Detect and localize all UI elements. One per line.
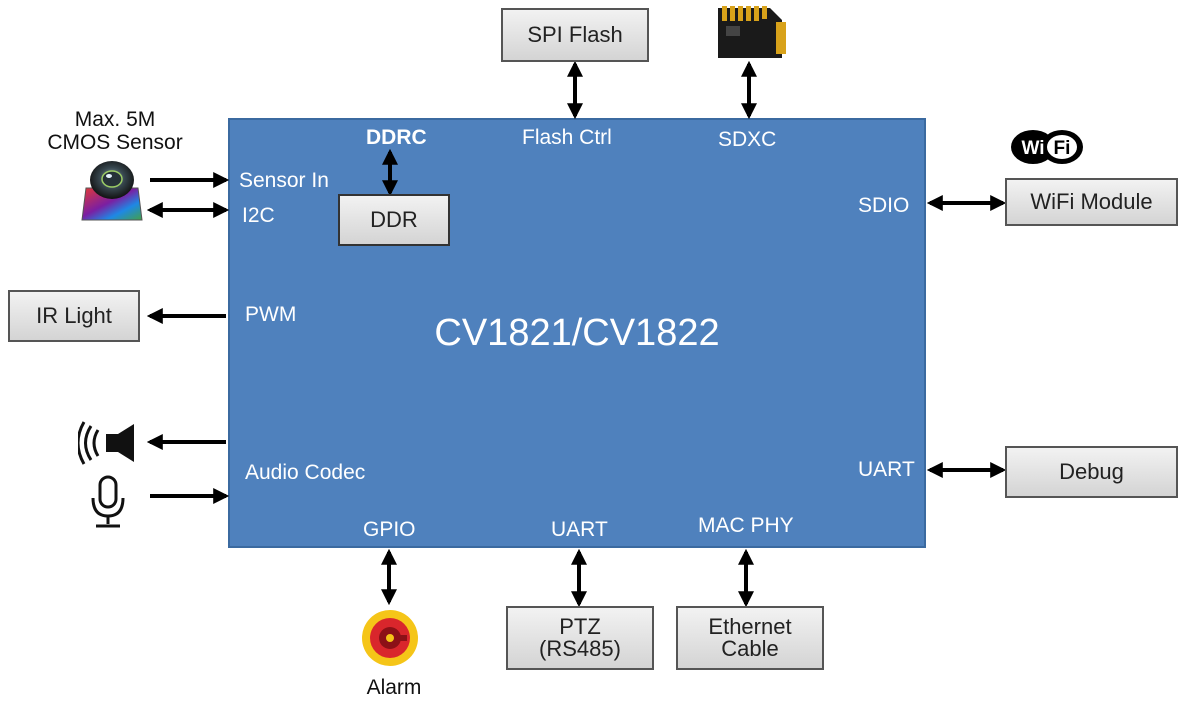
port-flash-ctrl: Flash Ctrl [522, 126, 612, 149]
cable-label: Cable [721, 636, 779, 661]
wifi-module-box: WiFi Module [1005, 178, 1178, 226]
wifi-logo-fi: Fi [1054, 138, 1071, 159]
sensor-caption-line2: CMOS Sensor [47, 131, 183, 155]
ethernet-label: Ethernet [708, 614, 792, 639]
ptz-label: PTZ [559, 614, 601, 639]
port-sensor-in: Sensor In [239, 169, 329, 192]
chip-title: CV1821/CV1822 [434, 312, 720, 354]
sd-card-icon [718, 6, 786, 58]
ethernet-cable-box: Ethernet Cable [676, 606, 824, 670]
ptz-box: PTZ (RS485) [506, 606, 654, 670]
ptz-protocol-label: (RS485) [539, 636, 621, 661]
microphone-icon [91, 475, 125, 528]
port-sdio: SDIO [858, 194, 910, 217]
port-i2c: I2C [242, 204, 275, 227]
port-pwm: PWM [245, 303, 297, 326]
ir-light-box: IR Light [8, 290, 140, 342]
debug-box: Debug [1005, 446, 1178, 498]
soc-block: CV1821/CV1822 DDRC Flash Ctrl SDXC Senso… [228, 118, 926, 548]
port-mac-phy: MAC PHY [698, 514, 794, 537]
wifi-logo-wi: Wi [1021, 138, 1044, 159]
port-audio-codec: Audio Codec [245, 461, 366, 484]
port-uart-debug: UART [858, 458, 915, 481]
ddr-box: DDR [338, 194, 450, 246]
sensor-caption: Max. 5M CMOS Sensor [20, 108, 210, 154]
speaker-icon [78, 421, 134, 465]
spi-flash-box: SPI Flash [501, 8, 649, 62]
port-uart-ptz: UART [551, 518, 608, 541]
port-gpio: GPIO [363, 518, 416, 541]
alarm-caption: Alarm [366, 676, 422, 699]
wifi-logo-icon: Wi Fi [1011, 130, 1083, 164]
port-sdxc: SDXC [718, 128, 777, 151]
camera-sensor-icon [81, 161, 143, 221]
port-ddrc: DDRC [366, 126, 427, 149]
alarm-icon [362, 610, 418, 666]
sensor-caption-line1: Max. 5M [74, 108, 156, 131]
